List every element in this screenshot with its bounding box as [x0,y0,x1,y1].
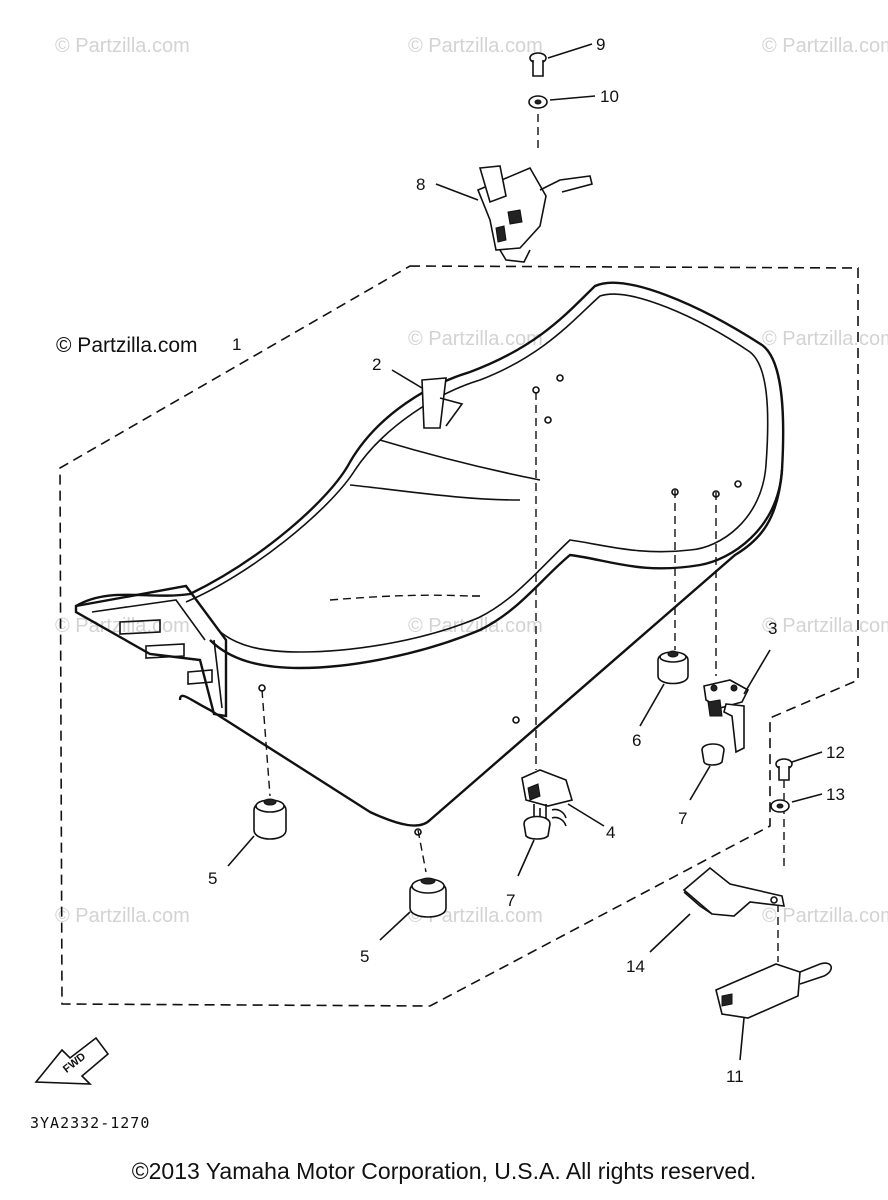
watermark: © Partzilla.com [762,905,888,927]
part-4-hinge [521,769,605,830]
watermark: © Partzilla.com [762,328,888,350]
callout-8: 8 [416,175,425,194]
part-2-strap [391,369,464,429]
callout-7: 7 [506,891,515,910]
callout-3: 3 [768,619,777,638]
part-6-damper [639,650,689,727]
watermark: © Partzilla.com [762,35,888,57]
diagram-code: 3YA2332-1270 [30,1114,150,1132]
part-13-washer [770,793,823,813]
callout-11: 11 [726,1067,744,1086]
part-7-bolt-b [517,815,551,877]
watermark: © Partzilla.com [55,905,190,927]
part-10-washer [528,95,596,109]
watermark: © Partzilla.com [55,35,190,57]
callout-5: 5 [208,869,217,888]
part-9-bolt [529,43,593,77]
callout-6: 6 [632,731,641,750]
callout-13: 13 [826,785,845,804]
part-8-seat-lock [435,165,593,263]
watermark: © Partzilla.com [408,328,543,350]
callout-9: 9 [596,35,605,54]
owner-label: © Partzilla.com [56,334,198,357]
part-3-bracket [703,649,771,754]
part-12-bolt [775,751,823,781]
copyright-notice: ©2013 Yamaha Motor Corporation, U.S.A. A… [131,1158,757,1184]
mount-lines [258,110,785,962]
part-7-bolt-a [689,743,725,801]
callout-1: 1 [232,335,241,354]
part-5-damper-a [227,798,287,867]
callout-2: 2 [372,355,381,374]
callout-14: 14 [626,957,645,976]
part-11-lock [715,962,832,1061]
part-5-damper-b [379,877,447,941]
callout-4: 4 [606,823,615,842]
watermark: © Partzilla.com [762,615,888,637]
callout-10: 10 [600,87,619,106]
callout-12: 12 [826,743,845,762]
watermark: © Partzilla.com [408,35,543,57]
callout-5: 5 [360,947,369,966]
callout-7: 7 [678,809,687,828]
callouts: 1 2 3 4 5 5 6 7 7 8 9 10 11 12 13 14 [208,35,845,1086]
part-14-plate [649,866,786,953]
seat [74,281,785,827]
assembly-outline [59,265,859,1007]
forward-arrow-icon: FWD [34,1036,110,1085]
